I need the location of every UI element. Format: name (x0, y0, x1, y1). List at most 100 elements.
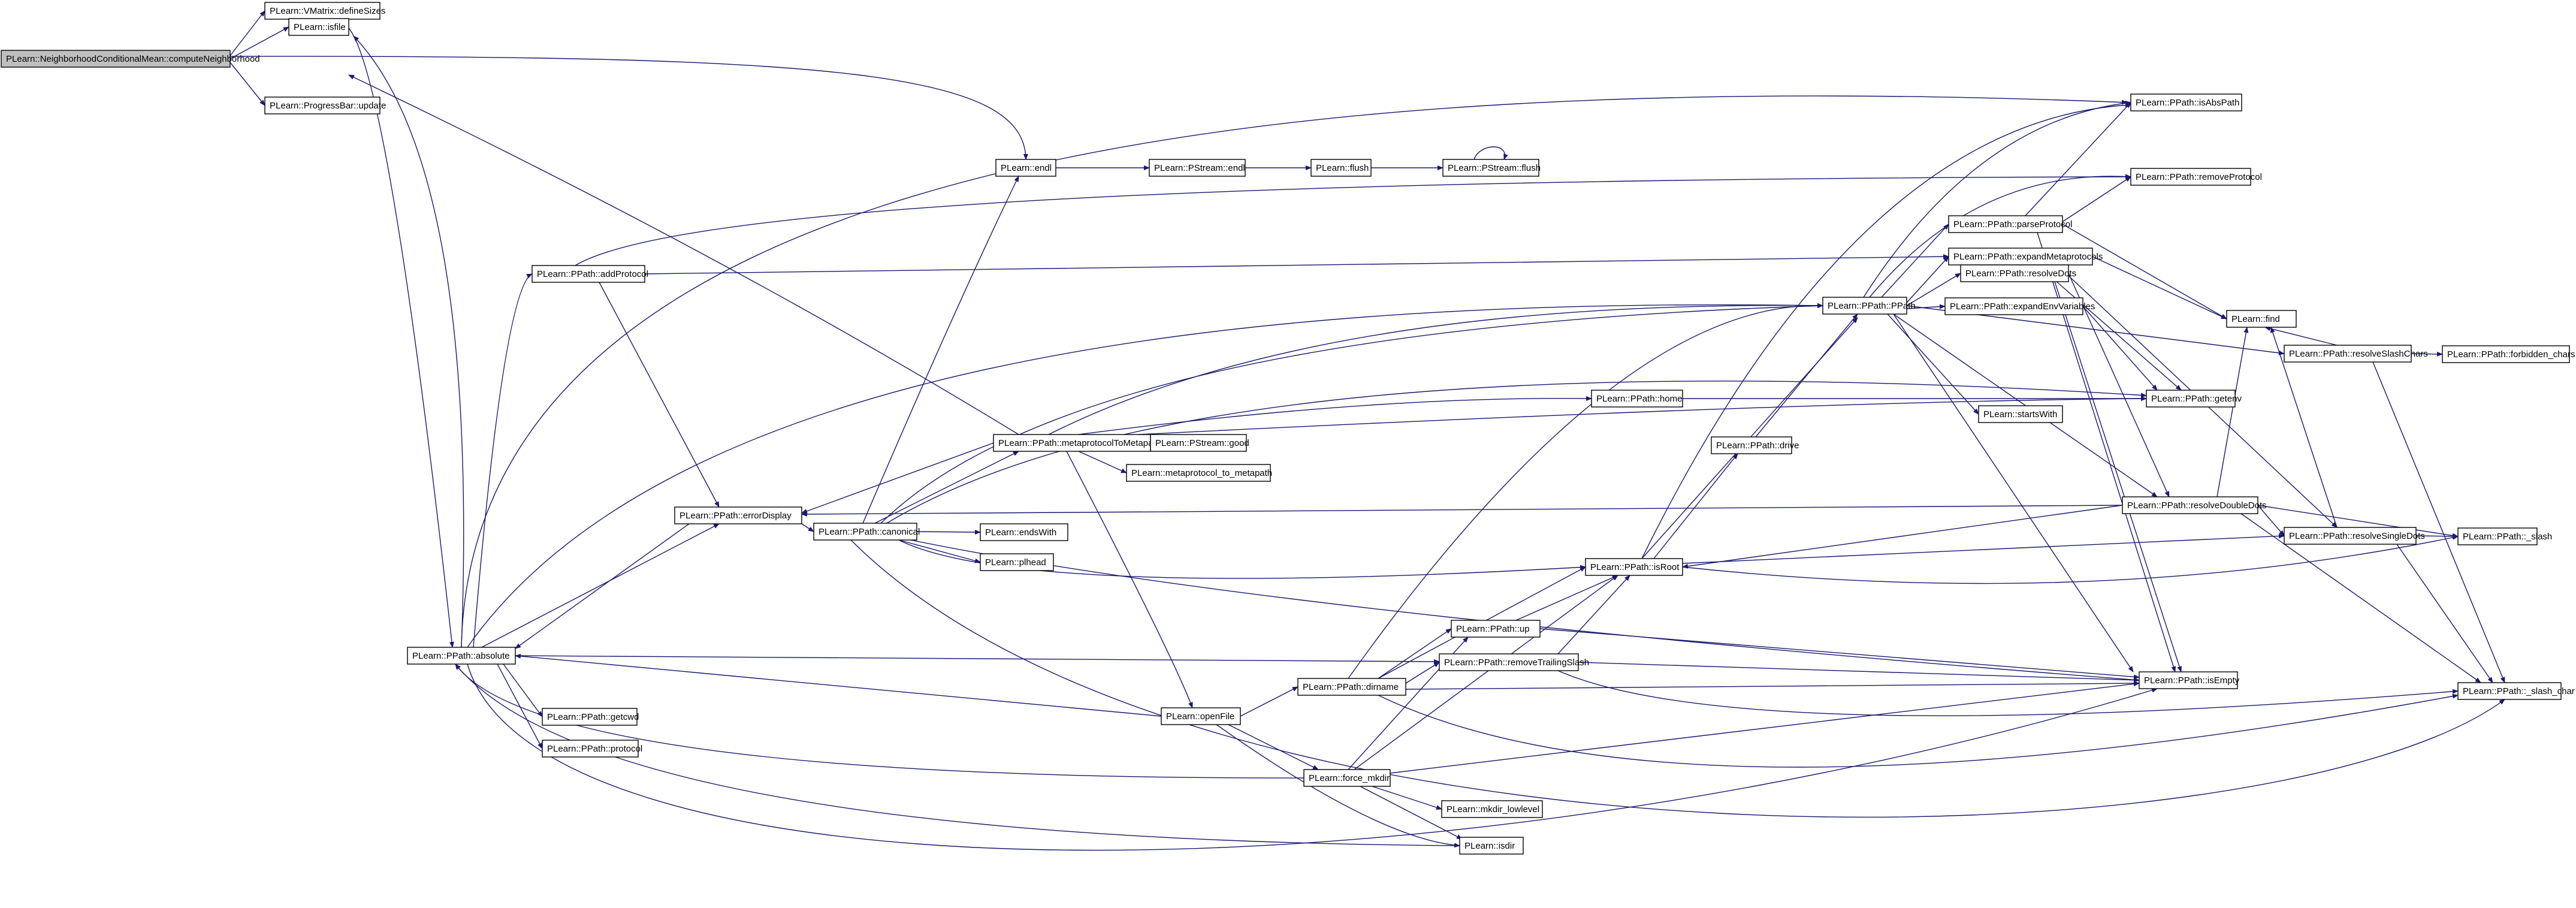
node-box-endsWith (980, 523, 1068, 541)
node-parseProtocol[interactable]: PLearn::PPath::parseProtocol (1948, 215, 2072, 233)
node-box-drive (1711, 436, 1792, 454)
node-label-ppath: PLearn::PPath::PPath (1828, 301, 1916, 311)
node-box-progressUpdate (264, 96, 380, 114)
node-box-absolute (407, 647, 516, 665)
node-label-forbiddenChars: PLearn::PPath::forbidden_chars (2447, 349, 2575, 360)
edge-forceMkdir-to-mkdirLowlevel (1372, 786, 1442, 810)
node-isEmpty[interactable]: PLearn::PPath::isEmpty (2139, 671, 2240, 689)
edge-canonical-to-getenv (886, 381, 2147, 524)
edge-removeTrailingSlash-to-slashChar (1557, 670, 2459, 716)
node-endl[interactable]: PLearn::endl (995, 159, 1056, 177)
node-metaprotocolToMetapath[interactable]: PLearn::PPath::metaprotocolToMetapath (993, 434, 1161, 452)
node-startsWith[interactable]: PLearn::startsWith (1978, 405, 2063, 423)
node-defineSizes[interactable]: PLearn::VMatrix::defineSizes (264, 2, 385, 20)
node-find[interactable]: PLearn::find (2226, 310, 2297, 328)
edge-canonical-to-endl (862, 176, 1019, 524)
node-pstreamEndl[interactable]: PLearn::PStream::endl (1149, 159, 1246, 177)
node-label-slash: PLearn::PPath::_slash (2463, 532, 2552, 542)
node-label-isAbsPath: PLearn::PPath::isAbsPath (2136, 98, 2239, 108)
node-box-parseProtocol (1948, 215, 2063, 233)
node-resolveSingleDots[interactable]: PLearn::PPath::resolveSingleDots (2284, 527, 2425, 545)
node-removeProtocol[interactable]: PLearn::PPath::removeProtocol (2130, 168, 2262, 186)
edge-errorDisplay-to-canonical (801, 523, 814, 532)
node-label-isRoot: PLearn::PPath::isRoot (1590, 562, 1680, 572)
node-up[interactable]: PLearn::PPath::up (1451, 620, 1541, 638)
node-label-addProtocol: PLearn::PPath::addProtocol (537, 269, 648, 279)
node-getcwd[interactable]: PLearn::PPath::getcwd (542, 708, 639, 726)
node-isAbsPath[interactable]: PLearn::PPath::isAbsPath (2130, 93, 2242, 111)
node-expandEnvVariables[interactable]: PLearn::PPath::expandEnvVariables (1944, 297, 2095, 315)
edge-up-to-isRoot (1515, 575, 1618, 621)
node-canonical[interactable]: PLearn::PPath::canonical (813, 523, 920, 541)
node-box-expandMetaprotocols (1948, 248, 2093, 266)
node-label-startsWith: PLearn::startsWith (1983, 409, 2057, 420)
node-label-slashChar: PLearn::PPath::_slash_char (2463, 686, 2575, 696)
node-resolveSlashChars[interactable]: PLearn::PPath::resolveSlashChars (2284, 345, 2428, 363)
node-label-resolveDots: PLearn::PPath::resolveDots (1965, 269, 2076, 279)
node-isfile[interactable]: PLearn::isfile (288, 18, 349, 36)
node-slashChar[interactable]: PLearn::PPath::_slash_char (2457, 682, 2575, 700)
node-box-good (1150, 434, 1247, 452)
node-label-protocol: PLearn::PPath::protocol (547, 744, 642, 754)
node-home[interactable]: PLearn::PPath::home (1591, 390, 1683, 408)
edge-expandMetaprotocols-to-isEmpty (2049, 264, 2182, 672)
node-slash[interactable]: PLearn::PPath::_slash (2457, 527, 2552, 545)
node-drive[interactable]: PLearn::PPath::drive (1711, 436, 1799, 454)
node-metaprotocolToMetapathFn[interactable]: PLearn::metaprotocol_to_metapath (1126, 464, 1272, 482)
node-pstreamFlush[interactable]: PLearn::PStream::flush (1442, 159, 1541, 177)
edge-errorDisplay-to-absolute (515, 523, 690, 649)
node-getenv[interactable]: PLearn::PPath::getenv (2146, 390, 2242, 408)
node-openFile[interactable]: PLearn::openFile (1161, 707, 1241, 725)
node-forbiddenChars[interactable]: PLearn::PPath::forbidden_chars (2442, 345, 2575, 363)
edge-drive-to-ppath (1755, 313, 1858, 438)
edge-metaprotocolToMetapath-to-getenv (1138, 396, 2147, 435)
node-addProtocol[interactable]: PLearn::PPath::addProtocol (531, 265, 648, 283)
edge-isRoot-to-isAbsPath (1641, 102, 2131, 559)
node-dirname[interactable]: PLearn::PPath::dirname (1297, 678, 1406, 696)
node-label-pstreamFlush: PLearn::PStream::flush (1448, 163, 1541, 173)
node-errorDisplay[interactable]: PLearn::PPath::errorDisplay (674, 506, 802, 524)
edge-ppath-to-parseProtocol (1881, 224, 1949, 298)
node-resolveDoubleDots[interactable]: PLearn::PPath::resolveDoubleDots (2122, 496, 2267, 514)
node-isdir[interactable]: PLearn::isdir (1459, 837, 1524, 855)
node-progressUpdate[interactable]: PLearn::ProgressBar::update (264, 96, 386, 114)
node-label-openFile: PLearn::openFile (1166, 711, 1234, 722)
edge-openFile-to-isdir (1216, 724, 1460, 848)
node-good[interactable]: PLearn::PStream::good (1150, 434, 1249, 452)
edge-expandMetaprotocols-to-find (2092, 256, 2227, 319)
node-isRoot[interactable]: PLearn::PPath::isRoot (1585, 558, 1683, 576)
node-flush[interactable]: PLearn::flush (1310, 159, 1372, 177)
node-root[interactable]: PLearn::NeighborhoodConditionalMean::com… (1, 50, 260, 68)
node-resolveDots[interactable]: PLearn::PPath::resolveDots (1960, 264, 2076, 282)
node-box-removeProtocol (2130, 168, 2251, 186)
node-label-defineSizes: PLearn::VMatrix::defineSizes (270, 6, 385, 16)
edge-isRoot-to-slash (1682, 535, 2459, 584)
node-forceMkdir[interactable]: PLearn::force_mkdir (1303, 769, 1391, 787)
node-box-protocol (542, 740, 639, 758)
node-label-root: PLearn::NeighborhoodConditionalMean::com… (6, 54, 260, 64)
node-label-removeProtocol: PLearn::PPath::removeProtocol (2136, 172, 2262, 182)
edge-resolveDoubleDots-to-find (2216, 327, 2249, 497)
node-absolute[interactable]: PLearn::PPath::absolute (407, 647, 516, 665)
edge-removeTrailingSlash-to-isEmpty (1578, 662, 2140, 683)
node-endsWith[interactable]: PLearn::endsWith (980, 523, 1068, 541)
node-box-plhead (980, 553, 1054, 571)
node-plhead[interactable]: PLearn::plhead (980, 553, 1054, 571)
node-label-up: PLearn::PPath::up (1456, 624, 1530, 634)
node-box-canonical (813, 523, 917, 541)
node-label-metaprotocolToMetapathFn: PLearn::metaprotocol_to_metapath (1131, 468, 1272, 478)
edge-canonical-to-plhead (898, 539, 981, 563)
node-expandMetaprotocols[interactable]: PLearn::PPath::expandMetaprotocols (1948, 248, 2103, 266)
node-mkdirLowlevel[interactable]: PLearn::mkdir_lowlevel (1441, 800, 1543, 818)
node-label-resolveSlashChars: PLearn::PPath::resolveSlashChars (2289, 349, 2428, 359)
node-box-resolveSingleDots (2284, 527, 2417, 545)
node-protocol[interactable]: PLearn::PPath::protocol (542, 740, 642, 758)
node-layer: PLearn::NeighborhoodConditionalMean::com… (1, 2, 2575, 855)
node-removeTrailingSlash[interactable]: PLearn::PPath::removeTrailingSlash (1439, 653, 1589, 671)
edge-absolute-to-ppath (467, 303, 1823, 648)
edge-absolute-to-removeTrailingSlash (515, 655, 1440, 664)
node-ppath[interactable]: PLearn::PPath::PPath (1822, 297, 1916, 315)
node-label-progressUpdate: PLearn::ProgressBar::update (270, 101, 386, 111)
node-label-good: PLearn::PStream::good (1155, 438, 1249, 448)
